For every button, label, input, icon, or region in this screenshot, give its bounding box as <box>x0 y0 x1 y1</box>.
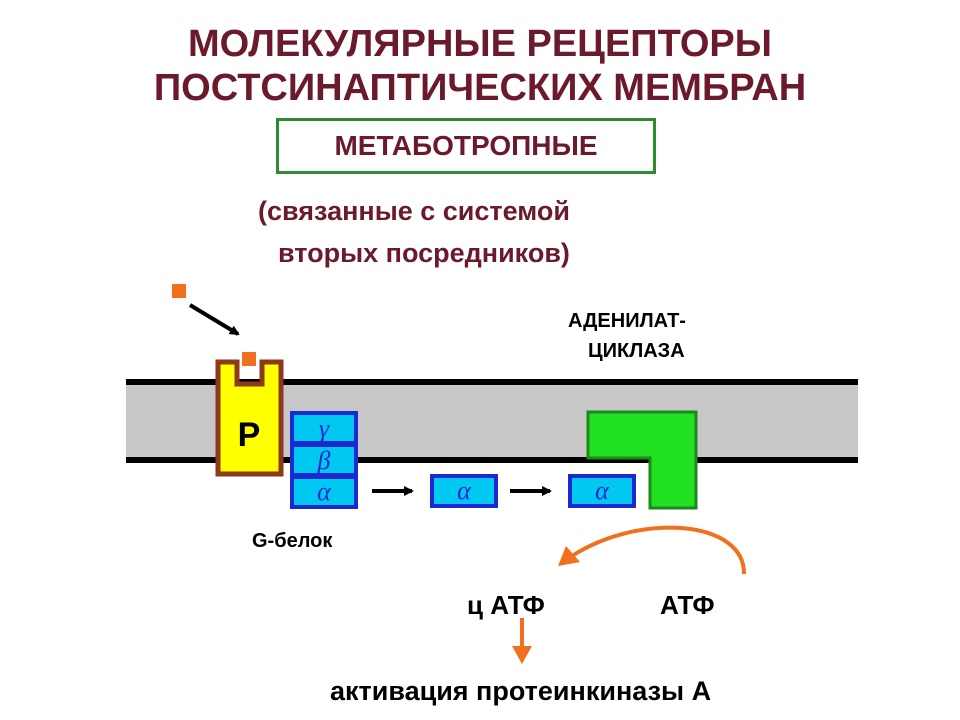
g-alpha-label: α <box>317 477 332 506</box>
g-beta-subunit <box>290 443 358 477</box>
camp-label: ц АТФ <box>467 590 545 620</box>
receptor-type-box: МЕТАБОТРОПНЫЕ <box>276 118 656 174</box>
atp-conversion-arrowhead <box>558 546 580 566</box>
ligand-free <box>172 284 186 298</box>
atp-label: АТФ <box>660 590 715 620</box>
g-protein-label: G-белок <box>252 530 333 552</box>
camp-down-arrowhead <box>512 646 532 664</box>
atp-conversion-arrow <box>570 525 747 575</box>
enzyme-label-line-2: ЦИКЛАЗА <box>588 340 685 362</box>
adenylate-cyclase-shape <box>586 410 698 510</box>
title-line-1: МОЛЕКУЛЯРНЫЕ РЕЦЕПТОРЫ <box>188 23 772 65</box>
alpha-bound-label: α <box>595 476 610 505</box>
g-alpha-subunit <box>290 475 358 509</box>
title-line-2: ПОСТСИНАПТИЧЕСКИХ МЕМБРАН <box>153 67 807 109</box>
subtitle-line-2: вторых посредников) <box>278 238 570 268</box>
receptor-shape <box>215 359 284 477</box>
receptor-label: P <box>238 416 261 454</box>
enzyme-label-line-1: АДЕНИЛАТ- <box>568 310 686 332</box>
g-beta-label: β <box>317 446 331 475</box>
ligand-bound <box>242 352 256 366</box>
g-gamma-subunit <box>290 411 358 445</box>
alpha-subunit-bound <box>568 474 636 508</box>
subtitle-line-1: (связанные с системой <box>258 196 571 226</box>
alpha-moving-label: α <box>457 476 472 505</box>
g-gamma-label: γ <box>319 414 330 443</box>
pka-activation-label: активация протеинкиназы А <box>330 676 712 706</box>
alpha-subunit-moving <box>430 474 498 508</box>
ligand-arrow <box>188 303 240 336</box>
